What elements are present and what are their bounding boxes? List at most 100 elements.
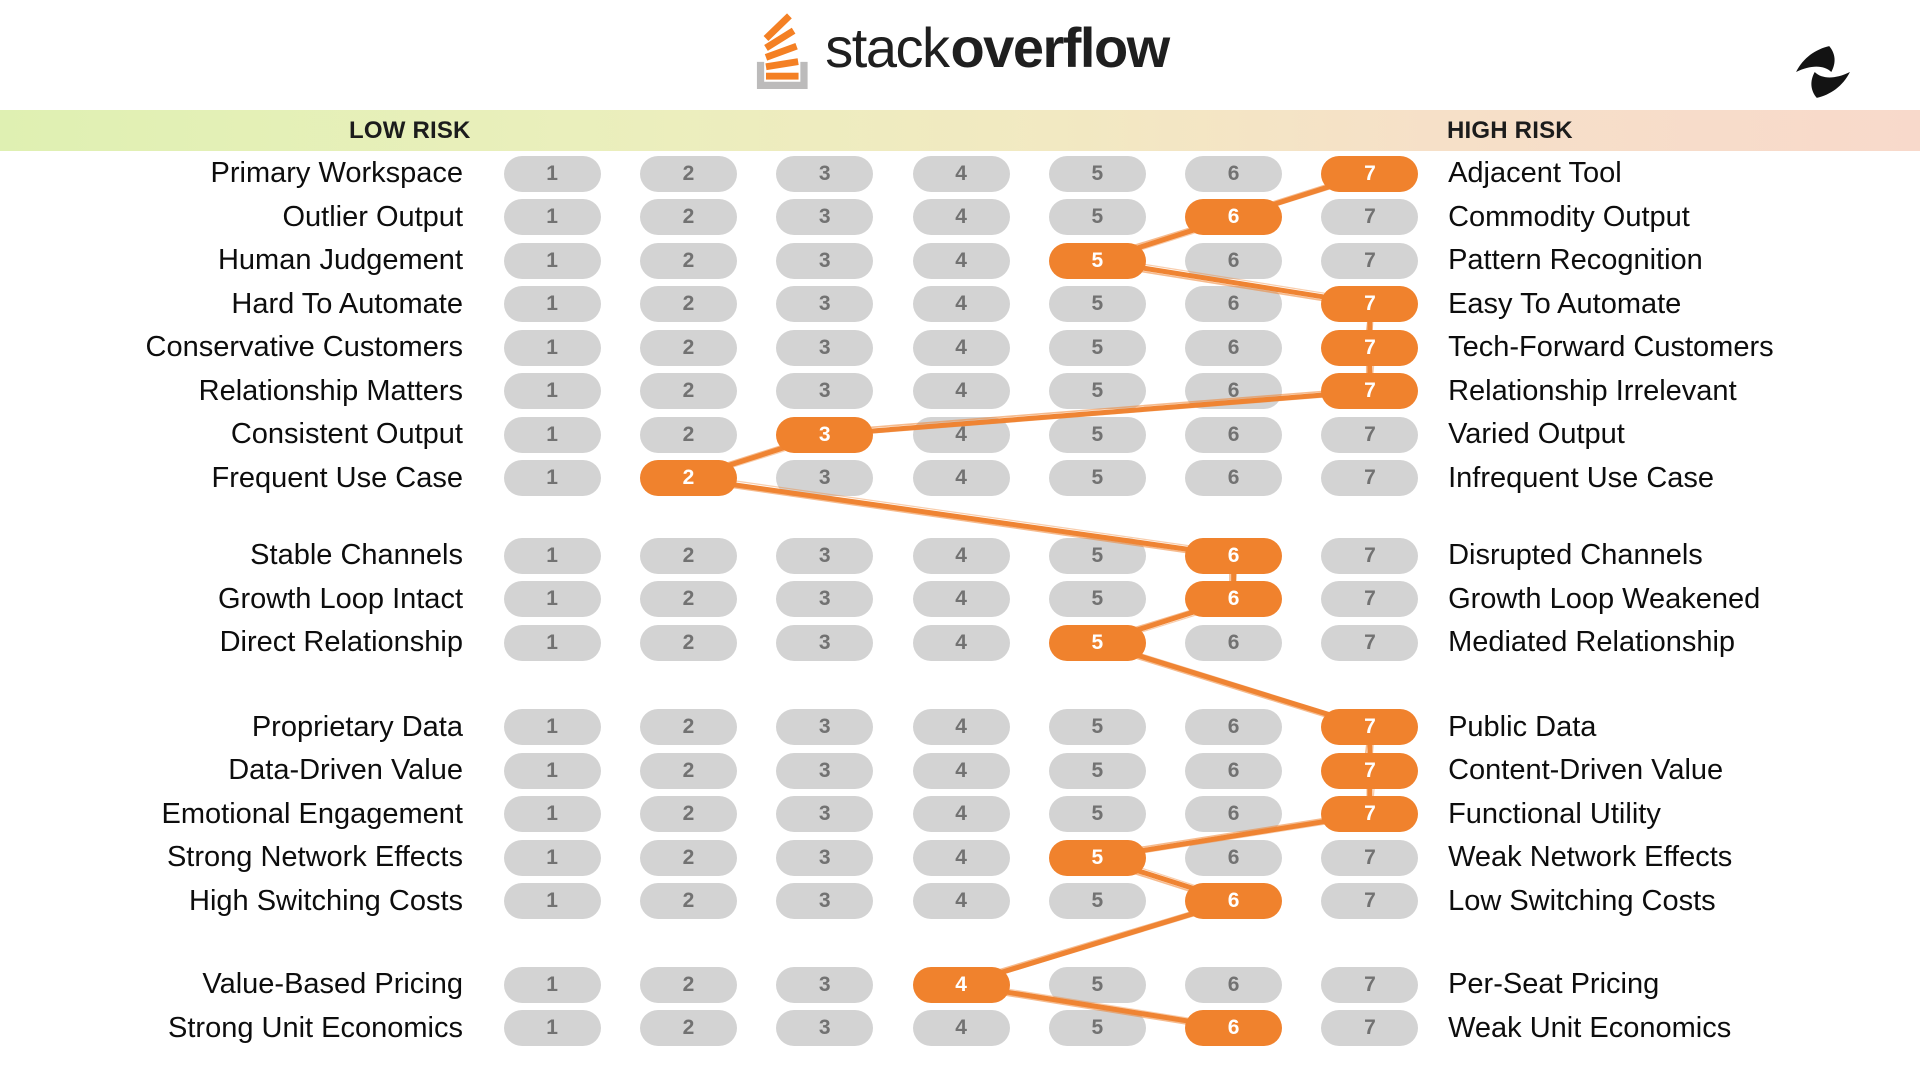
scale-pill-2-selected[interactable]: 2 — [639, 460, 737, 497]
scale-pill-1[interactable]: 1 — [503, 416, 601, 453]
scale-pill-3[interactable]: 3 — [776, 242, 874, 279]
scale-pill-7[interactable]: 7 — [1321, 883, 1419, 920]
scale-pill-7[interactable]: 7 — [1321, 966, 1419, 1003]
scale-pill-6[interactable]: 6 — [1185, 752, 1283, 789]
scale-pill-4[interactable]: 4 — [912, 752, 1010, 789]
scale-pill-5[interactable]: 5 — [1048, 1010, 1146, 1047]
scale-pill-6[interactable]: 6 — [1185, 373, 1283, 410]
scale-pill-3[interactable]: 3 — [776, 966, 874, 1003]
scale-pill-4[interactable]: 4 — [912, 883, 1010, 920]
scale-pill-3[interactable]: 3 — [776, 373, 874, 410]
scale-pill-7[interactable]: 7 — [1321, 199, 1419, 236]
scale-pill-4[interactable]: 4 — [912, 242, 1010, 279]
scale-pill-5[interactable]: 5 — [1048, 286, 1146, 323]
scale-pill-1[interactable]: 1 — [503, 581, 601, 618]
scale-pill-2[interactable]: 2 — [639, 199, 737, 236]
scale-pill-4[interactable]: 4 — [912, 796, 1010, 833]
scale-pill-6-selected[interactable]: 6 — [1185, 1010, 1283, 1047]
scale-pill-3[interactable]: 3 — [776, 537, 874, 574]
scale-pill-7[interactable]: 7 — [1321, 460, 1419, 497]
scale-pill-3[interactable]: 3 — [776, 460, 874, 497]
scale-pill-1[interactable]: 1 — [503, 752, 601, 789]
scale-pill-4[interactable]: 4 — [912, 329, 1010, 366]
scale-pill-3-selected[interactable]: 3 — [776, 416, 874, 453]
scale-pill-2[interactable]: 2 — [639, 537, 737, 574]
scale-pill-1[interactable]: 1 — [503, 460, 601, 497]
scale-pill-2[interactable]: 2 — [639, 624, 737, 661]
scale-pill-7[interactable]: 7 — [1321, 624, 1419, 661]
scale-pill-3[interactable]: 3 — [776, 839, 874, 876]
scale-pill-5[interactable]: 5 — [1048, 416, 1146, 453]
scale-pill-7[interactable]: 7 — [1321, 839, 1419, 876]
scale-pill-3[interactable]: 3 — [776, 709, 874, 746]
scale-pill-5[interactable]: 5 — [1048, 373, 1146, 410]
scale-pill-5[interactable]: 5 — [1048, 537, 1146, 574]
scale-pill-6-selected[interactable]: 6 — [1185, 581, 1283, 618]
scale-pill-3[interactable]: 3 — [776, 286, 874, 323]
scale-pill-7-selected[interactable]: 7 — [1321, 373, 1419, 410]
scale-pill-6[interactable]: 6 — [1185, 624, 1283, 661]
scale-pill-2[interactable]: 2 — [639, 329, 737, 366]
scale-pill-4[interactable]: 4 — [912, 839, 1010, 876]
scale-pill-6-selected[interactable]: 6 — [1185, 199, 1283, 236]
scale-pill-3[interactable]: 3 — [776, 883, 874, 920]
scale-pill-2[interactable]: 2 — [639, 752, 737, 789]
scale-pill-2[interactable]: 2 — [639, 839, 737, 876]
scale-pill-1[interactable]: 1 — [503, 796, 601, 833]
scale-pill-5[interactable]: 5 — [1048, 199, 1146, 236]
scale-pill-1[interactable]: 1 — [503, 155, 601, 192]
scale-pill-4[interactable]: 4 — [912, 416, 1010, 453]
scale-pill-7[interactable]: 7 — [1321, 537, 1419, 574]
scale-pill-2[interactable]: 2 — [639, 581, 737, 618]
scale-pill-3[interactable]: 3 — [776, 796, 874, 833]
scale-pill-2[interactable]: 2 — [639, 242, 737, 279]
scale-pill-4[interactable]: 4 — [912, 1010, 1010, 1047]
scale-pill-6[interactable]: 6 — [1185, 286, 1283, 323]
scale-pill-5[interactable]: 5 — [1048, 581, 1146, 618]
scale-pill-5[interactable]: 5 — [1048, 796, 1146, 833]
scale-pill-1[interactable]: 1 — [503, 199, 601, 236]
scale-pill-1[interactable]: 1 — [503, 329, 601, 366]
scale-pill-7[interactable]: 7 — [1321, 242, 1419, 279]
scale-pill-3[interactable]: 3 — [776, 581, 874, 618]
scale-pill-4[interactable]: 4 — [912, 624, 1010, 661]
scale-pill-1[interactable]: 1 — [503, 624, 601, 661]
scale-pill-2[interactable]: 2 — [639, 286, 737, 323]
scale-pill-6[interactable]: 6 — [1185, 329, 1283, 366]
scale-pill-4[interactable]: 4 — [912, 155, 1010, 192]
scale-pill-2[interactable]: 2 — [639, 155, 737, 192]
scale-pill-4[interactable]: 4 — [912, 537, 1010, 574]
scale-pill-4[interactable]: 4 — [912, 286, 1010, 323]
scale-pill-4-selected[interactable]: 4 — [912, 966, 1010, 1003]
scale-pill-2[interactable]: 2 — [639, 966, 737, 1003]
scale-pill-2[interactable]: 2 — [639, 709, 737, 746]
scale-pill-1[interactable]: 1 — [503, 966, 601, 1003]
scale-pill-1[interactable]: 1 — [503, 1010, 601, 1047]
scale-pill-5-selected[interactable]: 5 — [1048, 624, 1146, 661]
scale-pill-6[interactable]: 6 — [1185, 155, 1283, 192]
scale-pill-4[interactable]: 4 — [912, 709, 1010, 746]
scale-pill-7-selected[interactable]: 7 — [1321, 796, 1419, 833]
scale-pill-3[interactable]: 3 — [776, 752, 874, 789]
scale-pill-2[interactable]: 2 — [639, 796, 737, 833]
scale-pill-3[interactable]: 3 — [776, 329, 874, 366]
scale-pill-1[interactable]: 1 — [503, 537, 601, 574]
scale-pill-1[interactable]: 1 — [503, 373, 601, 410]
scale-pill-1[interactable]: 1 — [503, 242, 601, 279]
scale-pill-6-selected[interactable]: 6 — [1185, 883, 1283, 920]
scale-pill-1[interactable]: 1 — [503, 709, 601, 746]
scale-pill-1[interactable]: 1 — [503, 883, 601, 920]
scale-pill-4[interactable]: 4 — [912, 581, 1010, 618]
scale-pill-1[interactable]: 1 — [503, 839, 601, 876]
scale-pill-6[interactable]: 6 — [1185, 709, 1283, 746]
scale-pill-6[interactable]: 6 — [1185, 839, 1283, 876]
scale-pill-7-selected[interactable]: 7 — [1321, 286, 1419, 323]
scale-pill-6-selected[interactable]: 6 — [1185, 537, 1283, 574]
scale-pill-5[interactable]: 5 — [1048, 155, 1146, 192]
scale-pill-4[interactable]: 4 — [912, 460, 1010, 497]
scale-pill-5[interactable]: 5 — [1048, 709, 1146, 746]
scale-pill-5[interactable]: 5 — [1048, 883, 1146, 920]
scale-pill-5[interactable]: 5 — [1048, 752, 1146, 789]
scale-pill-7[interactable]: 7 — [1321, 1010, 1419, 1047]
scale-pill-5[interactable]: 5 — [1048, 460, 1146, 497]
